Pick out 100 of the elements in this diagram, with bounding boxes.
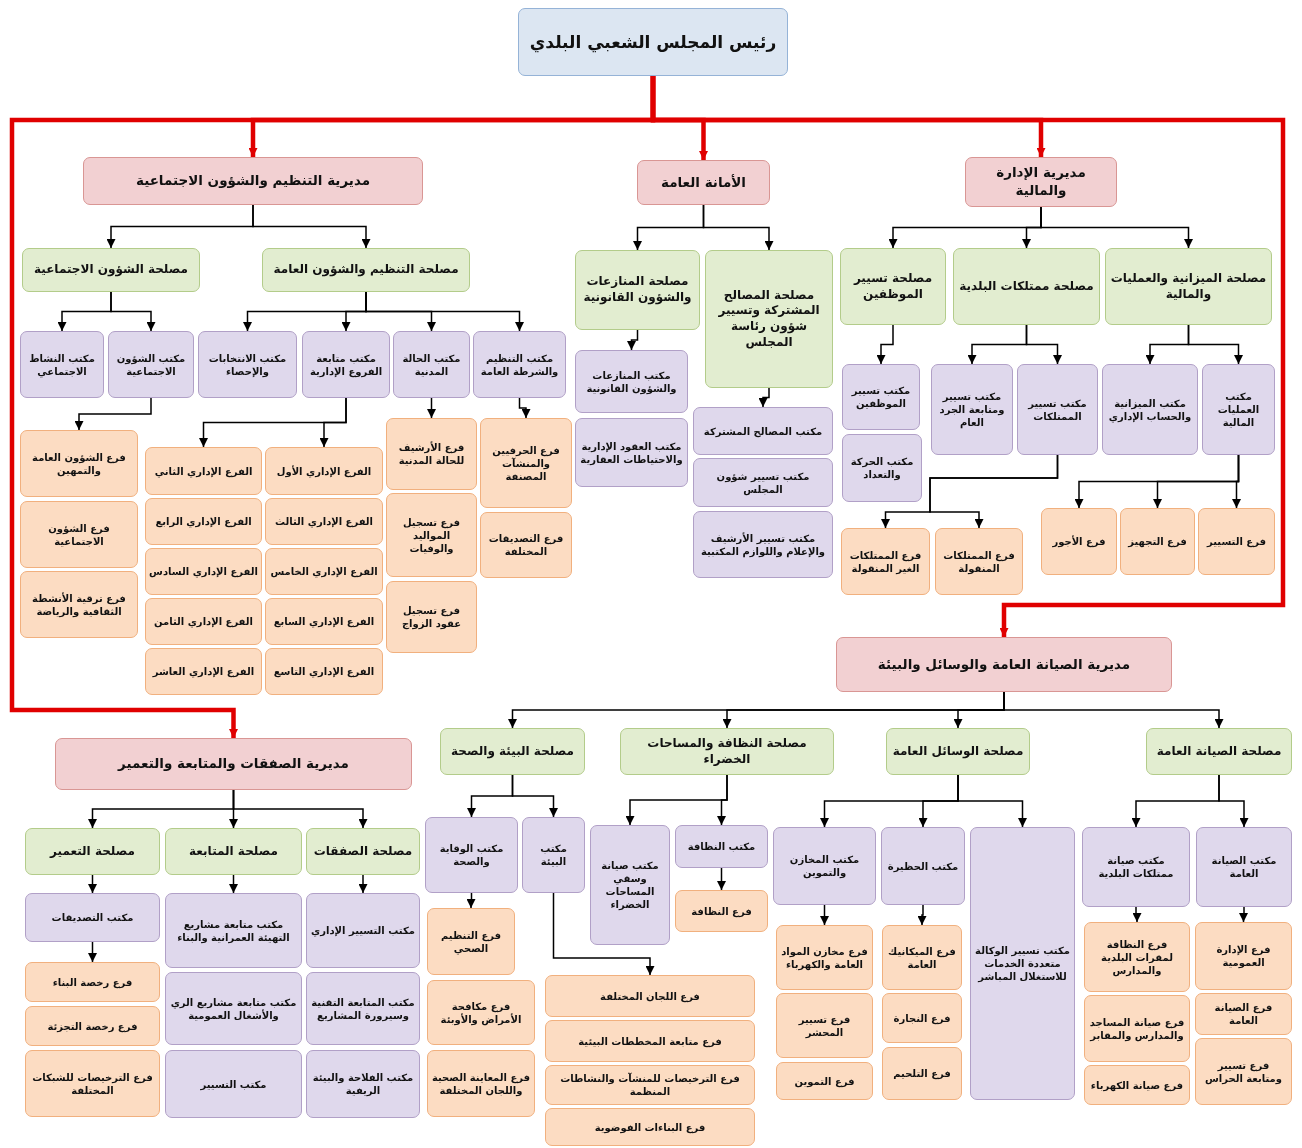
arrow <box>88 874 97 894</box>
department-box: مصلحة الميزانية والعمليات والمالية <box>1105 248 1272 325</box>
arrow <box>518 397 531 419</box>
arrow <box>229 874 238 894</box>
department-box: مصلحة المنازعات والشؤون القانونية <box>575 250 700 330</box>
arrow <box>888 206 1042 249</box>
directorate-box: مديرية التنظيم والشؤون الاجتماعية <box>83 157 423 205</box>
office-box: مكتب تسيير الموظفين <box>842 364 920 430</box>
branch-box: فرع الإدارة العمومية <box>1195 922 1292 990</box>
branch-box: فرع الشؤون الاجتماعية <box>20 501 138 568</box>
office-box: مكتب الحظيرة <box>881 827 965 905</box>
office-box: مكتب تسيير الممتلكات <box>1017 364 1098 455</box>
arrow <box>243 291 367 332</box>
office-box: مكتب التصديقات <box>25 893 160 942</box>
office-box: مكتب الانتخابات والإحصاء <box>198 331 297 398</box>
branch-box: فرع الممتلكات الغير المنقولة <box>841 528 930 595</box>
office-box: مكتب الفلاحة والبيئة الريفية <box>306 1050 420 1118</box>
office-box: مكتب النشاط الاجتماعي <box>20 331 104 398</box>
arrow <box>9 76 656 738</box>
office-box: مكتب المخازن والتموين <box>773 827 876 905</box>
branch-box: فرع التصديقات المختلفة <box>480 512 572 578</box>
arrow <box>88 941 97 963</box>
department-box: مصلحة المتابعة <box>165 828 302 875</box>
branch-box: فرع التموين <box>776 1062 873 1100</box>
arrow <box>917 904 927 926</box>
branch-box: الفرع الإداري السابع <box>265 598 383 645</box>
office-box: مكتب تسيير الوكالة متعددة الخدمات للاستغلال المباشر <box>970 827 1075 1100</box>
branch-box: الفرع الإداري الثامن <box>145 598 262 645</box>
branch-box: فرع تسجيل المواليد والوفيات <box>386 493 477 577</box>
office-box: مكتب الصيانة العامة <box>1196 827 1292 907</box>
arrow <box>967 324 1028 365</box>
branch-box: فرع الترخيصات للشبكات المختلفة <box>25 1050 160 1117</box>
arrow <box>74 397 152 431</box>
office-box: مكتب التسيير <box>165 1050 302 1118</box>
branch-box: فرع التسيير <box>1198 508 1275 575</box>
arrow <box>1074 454 1240 509</box>
arrow <box>466 892 476 909</box>
branch-box: فرع النظافة لمقرات البلدية والمدارس <box>1084 922 1190 992</box>
office-box: مكتب تسيير الأرشيف والإعلام واللوازم المكتبية <box>693 511 833 578</box>
office-box: مكتب المنازعات والشؤون القانونية <box>575 350 688 413</box>
arrow <box>717 867 726 891</box>
branch-box: فرع الأرشيف للحالة المدنية <box>386 418 477 490</box>
branch-box: فرع النجارة <box>882 993 962 1043</box>
department-box: مصلحة الصفقات <box>306 828 420 875</box>
branch-box: فرع الميكانيك العامة <box>882 925 962 990</box>
branch-box: فرع البناءات الفوضوية <box>545 1108 755 1146</box>
branch-box: الفرع الإداري الرابع <box>145 498 262 545</box>
branch-box: الفرع الإداري التاسع <box>265 648 383 695</box>
branch-box: فرع اللجان المختلفة <box>545 975 755 1017</box>
branch-box: فرع تسجيل عقود الزواج <box>386 581 477 653</box>
office-box: مكتب صيانة وسقي المساحات الخضراء <box>590 825 670 945</box>
office-box: مكتب الميزانية والحساب الإداري <box>1102 364 1198 455</box>
branch-box: فرع رخصة البناء <box>25 962 160 1002</box>
office-box: مكتب التسيير الإداري <box>306 893 420 968</box>
branch-box: فرع الترخيصات للمنشآت والنشاطات المنظمة <box>545 1065 755 1105</box>
arrow <box>199 397 347 448</box>
branch-box: فرع مكافحة الأمراض والأوبئة <box>427 980 535 1045</box>
branch-box: فرع صيانة المساجد والمدارس والمقابر <box>1084 995 1190 1062</box>
branch-box: فرع الممتلكات المنقولة <box>935 528 1023 595</box>
branch-box: فرع المعاينة الصحية واللجان المختلفة <box>427 1050 535 1117</box>
arrow <box>88 789 235 829</box>
department-box: مصلحة البيئة والصحة <box>440 728 585 775</box>
directorate-box: مديرية الصفقات والمتابعة والتعمير <box>55 738 412 790</box>
branch-box: فرع النظافة <box>675 890 768 932</box>
directorate-box: مديرية الإدارة والمالية <box>965 157 1117 207</box>
arrow <box>876 324 894 365</box>
office-box: مكتب التنظيم والشرطة العامة <box>473 331 566 398</box>
office-box: مكتب النظافة <box>675 825 768 868</box>
department-box: مصلحة المصالح المشتركة وتسيير شؤون رئاسة المجلس <box>705 250 833 388</box>
arrow <box>633 204 705 251</box>
directorate-box: الأمانة العامة <box>637 160 770 205</box>
arrow <box>1239 906 1248 923</box>
branch-box: فرع التنظيم الصحي <box>427 908 515 975</box>
branch-box: فرع متابعة المخططات البيئية <box>545 1020 755 1062</box>
arrow <box>820 774 959 828</box>
office-box: مكتب تسيير ومتابعة الجرد العام <box>931 364 1013 455</box>
arrow <box>252 204 371 249</box>
office-box: مكتب صيانة ممتلكات البلدية <box>1082 827 1190 907</box>
branch-box: الفرع الإداري العاشر <box>145 648 262 695</box>
directorate-box: مديرية الصيانة العامة والوسائل والبيئة <box>836 637 1172 692</box>
arrow <box>1132 906 1142 923</box>
arrow <box>467 774 514 818</box>
arrow <box>820 904 829 926</box>
office-box: مكتب تسيير شؤون المجلس <box>693 458 833 507</box>
office-box: مكتب العقود الإدارية والاحتياطات العقارية <box>575 418 688 487</box>
department-box: مصلحة الوسائل العامة <box>886 728 1030 775</box>
department-box: مصلحة النظافة والمساحات الخضراء <box>620 728 834 775</box>
branch-box: فرع صيانة الكهرباء <box>1084 1065 1190 1105</box>
branch-box: فرع تسيير المحشر <box>776 993 873 1058</box>
office-box: مكتب الحركة والتعداد <box>842 434 922 502</box>
office-box: مكتب الشؤون الاجتماعية <box>108 331 194 398</box>
branch-box: الفرع الإداري الخامس <box>265 548 383 595</box>
branch-box: فرع رخصة التجزئة <box>25 1006 160 1046</box>
office-box: مكتب متابعة مشاريع التهيئة العمرانية والبناء <box>165 893 302 968</box>
arrow <box>552 892 655 976</box>
branch-box: فرع الحرفيين والمنشآت المصنفة <box>480 418 572 508</box>
branch-box: فرع مخازن المواد العامة والكهرباء <box>776 925 873 990</box>
department-box: مصلحة التعمير <box>25 828 160 875</box>
office-box: مكتب الوقاية والصحة <box>425 817 518 893</box>
office-box: مكتب المصالح المشتركة <box>693 407 833 455</box>
